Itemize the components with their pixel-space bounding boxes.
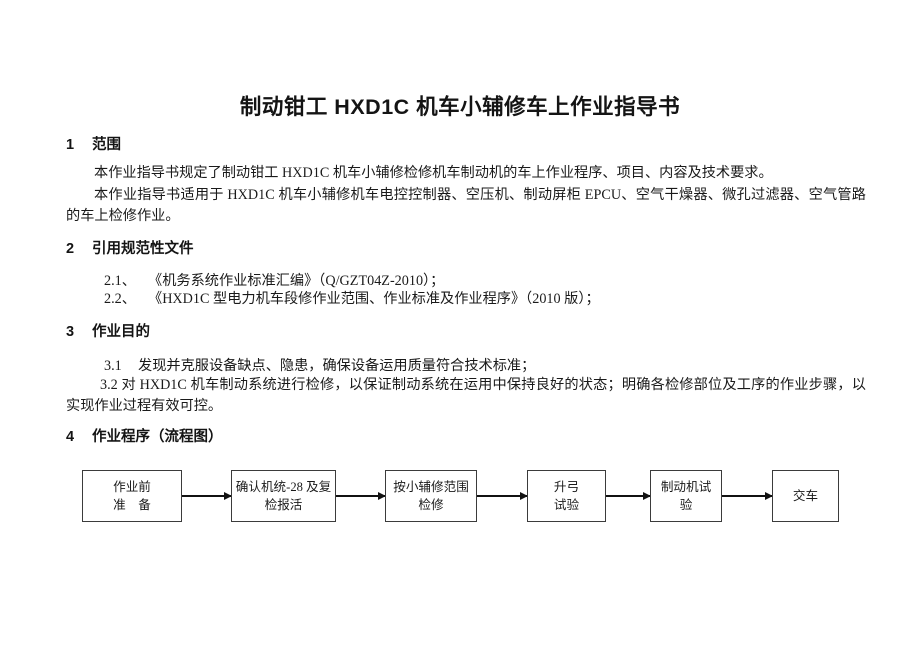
section-number-3: 3 — [66, 324, 75, 340]
flow-step-5-line2: 验 — [679, 498, 693, 512]
section-number-2: 2 — [66, 241, 75, 257]
flow-arrow-4 — [606, 495, 650, 497]
flow-step-4: 升弓 试验 — [527, 470, 606, 522]
flow-step-2-line2: 检报活 — [264, 498, 303, 512]
section-title-2: 引用规范性文件 — [92, 241, 194, 257]
scope-paragraph-1: 本作业指导书规定了制动钳工 HXD1C 机车小辅修检修机车制动机的车上作业程序、… — [94, 165, 773, 181]
flow-arrow-5 — [722, 495, 772, 497]
section-heading-references: 2 引用规范性文件 — [66, 237, 194, 258]
flow-step-3-line2: 检修 — [418, 498, 444, 512]
section-title-1: 范围 — [92, 137, 121, 153]
scope-paragraph-2: 本作业指导书适用于 HXD1C 机车小辅修机车电控控制器、空压机、制动屏柜 EP… — [66, 187, 866, 224]
reference-item-1: 2.1、《机务系统作业标准汇编》（Q/GZT04Z-2010）； — [104, 271, 444, 291]
section-heading-procedure: 4 作业程序（流程图） — [66, 425, 223, 446]
flow-arrow-1 — [182, 495, 231, 497]
flow-step-3-line1: 按小辅修范围 — [393, 480, 469, 494]
section-heading-purpose: 3 作业目的 — [66, 320, 150, 341]
section-heading-scope: 1 范围 — [66, 133, 121, 154]
flow-step-5: 制动机试 验 — [650, 470, 722, 522]
section-title-4: 作业程序（流程图） — [92, 429, 223, 445]
flow-arrow-2 — [336, 495, 385, 497]
reference-item-1-label: 2.1、 — [104, 273, 136, 289]
reference-item-2: 2.2、《HXD1C 型电力机车段修作业范围、作业标准及作业程序》（2010 版… — [104, 289, 600, 309]
flow-step-1: 作业前 准 备 — [82, 470, 182, 522]
flow-step-5-line1: 制动机试 — [660, 480, 712, 494]
purpose-item-1-text: 发现并克服设备缺点、隐患，确保设备运用质量符合技术标准； — [138, 358, 536, 374]
flow-step-4-line2: 试验 — [553, 498, 580, 512]
section-title-3: 作业目的 — [92, 324, 150, 340]
section-number-4: 4 — [66, 429, 75, 445]
flow-step-1-line2: 准 备 — [113, 498, 151, 512]
flow-step-1-line1: 作业前 — [113, 480, 151, 494]
purpose-item-2: 3.2 对 HXD1C 机车制动系统进行检修，以保证制动系统在运用中保持良好的状… — [66, 377, 866, 414]
flow-step-3: 按小辅修范围 检修 — [385, 470, 477, 522]
flow-step-2: 确认机统-28 及复 检报活 — [231, 470, 336, 522]
flow-step-6-line1: 交车 — [792, 489, 819, 503]
purpose-item-1-label: 3.1 — [104, 358, 122, 374]
reference-item-1-text: 《机务系统作业标准汇编》（Q/GZT04Z-2010）； — [148, 273, 445, 289]
page-title: 制动钳工 HXD1C 机车小辅修车上作业指导书 — [239, 95, 681, 119]
reference-item-2-label: 2.2、 — [104, 291, 136, 307]
flow-step-6: 交车 — [772, 470, 839, 522]
flow-step-4-line1: 升弓 — [553, 480, 580, 494]
purpose-item-1: 3.1 发现并克服设备缺点、隐患，确保设备运用质量符合技术标准； — [104, 356, 535, 376]
section-number-1: 1 — [66, 137, 75, 153]
flow-arrow-3 — [477, 495, 527, 497]
flow-step-2-line1: 确认机统-28 及复 — [235, 480, 332, 494]
reference-item-2-text: 《HXD1C 型电力机车段修作业范围、作业标准及作业程序》（2010 版）； — [148, 291, 600, 307]
